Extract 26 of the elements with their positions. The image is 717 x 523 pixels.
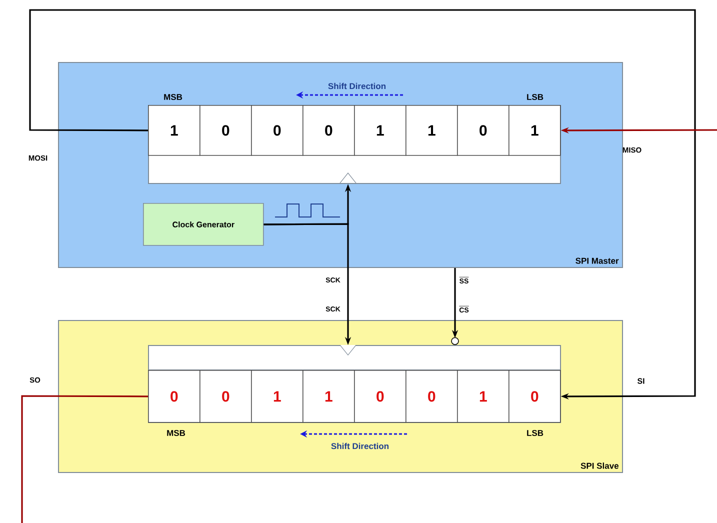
arrow [29,9,696,400]
bit-label: LSB [527,430,544,436]
register-cell: 0 [354,370,406,423]
register-cell: 0 [302,105,355,156]
register-cell: 0 [148,370,200,423]
register-cell: 0 [406,370,458,423]
direction-label: Shift Direction [331,442,388,450]
register-cell: 1 [251,370,304,423]
register-cell: 0 [200,105,252,156]
register-cell: 1 [354,105,406,156]
register-cell: 1 [508,105,561,156]
arrow [451,268,459,345]
bit-label: MSB [164,94,182,100]
register-cell: 0 [251,105,304,156]
register-cell: 1 [148,105,200,156]
register-cell: 0 [508,370,561,423]
bit-label: MSB [167,430,186,436]
register-cell: 0 [457,105,510,156]
register-cell: 1 [457,370,510,423]
register-cell: 1 [406,105,458,156]
register-cell: 0 [200,370,252,423]
direction-label: Shift Direction [328,82,386,90]
clock-generator-box: Clock Generator [143,203,264,246]
bit-label: LSB [527,94,544,100]
signal-label: SI [637,378,644,384]
register-cell: 1 [302,370,355,423]
